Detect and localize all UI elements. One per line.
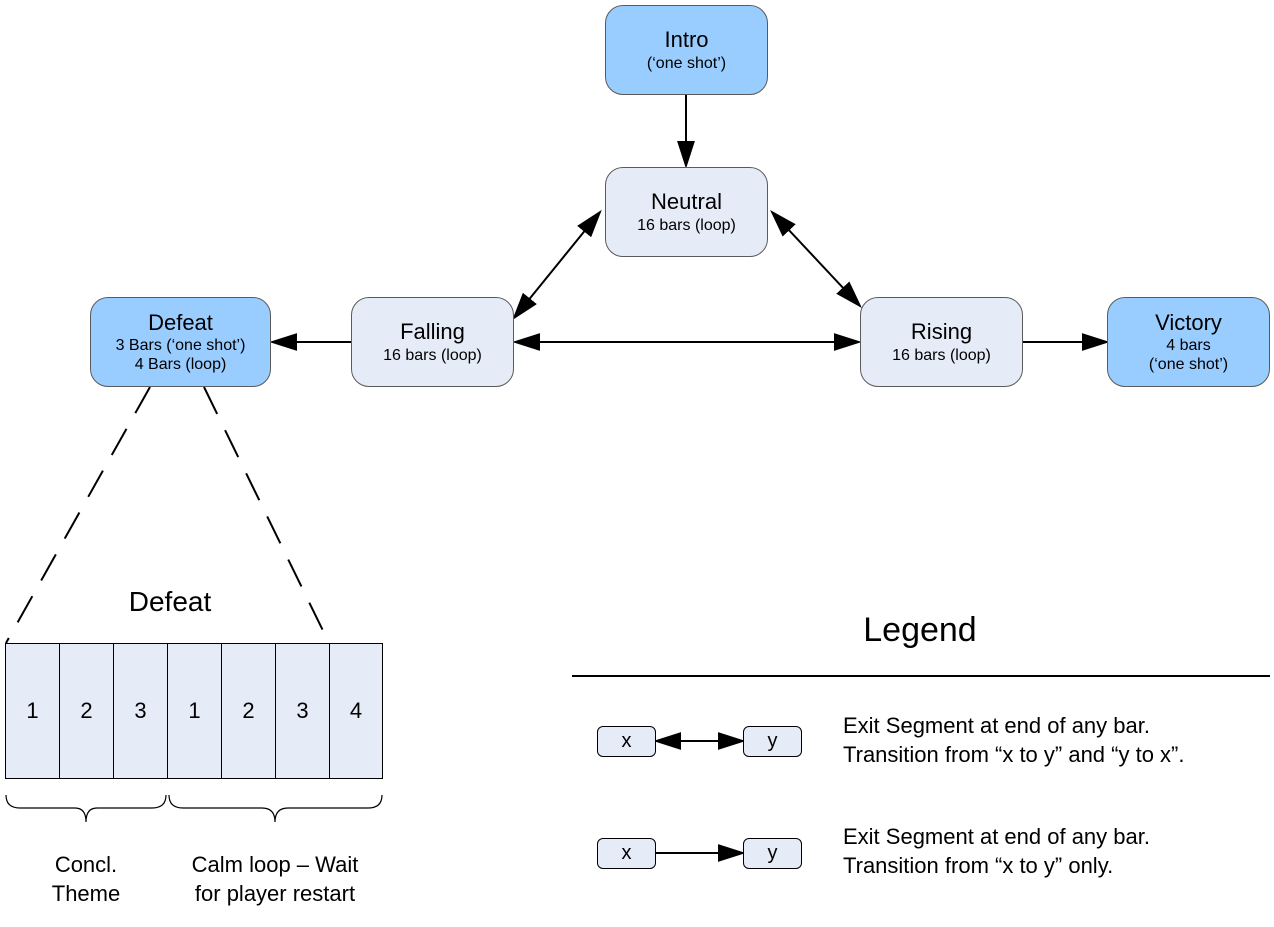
node-defeat-title: Defeat: [148, 309, 213, 335]
zoom-line-left: [5, 386, 151, 644]
group-calm-loop-line-1: Calm loop – Wait: [191, 852, 359, 877]
legend-box-x-2: x: [597, 838, 656, 869]
bar-cell: 1: [5, 643, 60, 779]
node-defeat: Defeat 3 Bars (‘one shot’) 4 Bars (loop): [90, 297, 271, 387]
node-defeat-line-2: 4 Bars (loop): [134, 356, 227, 374]
node-intro-line: (‘one shot’): [646, 54, 727, 72]
legend-box-x: x: [597, 726, 656, 757]
legend-title: Legend: [863, 611, 977, 649]
node-intro-title: Intro: [664, 27, 709, 53]
node-defeat-line-1: 3 Bars (‘one shot’): [115, 337, 246, 354]
node-neutral-title: Neutral: [651, 189, 722, 215]
node-rising-title: Rising: [910, 319, 973, 345]
node-victory: Victory 4 bars (‘one shot’): [1107, 297, 1270, 387]
arrow-neutral-rising: [770, 209, 862, 309]
node-rising: Rising 16 bars (loop): [860, 297, 1023, 387]
legend-row2-line-2: Transition from “x to y” only.: [843, 852, 1114, 878]
group-calm-loop: Calm loop – Wait for player restart: [160, 851, 390, 908]
bar-cell: 1: [167, 643, 222, 779]
node-neutral-line: 16 bars (loop): [637, 216, 736, 234]
node-victory-line-1: 4 bars: [1166, 337, 1211, 354]
legend-row2-line-1: Exit Segment at end of any bar.: [843, 824, 1150, 849]
legend-box-y: y: [743, 726, 802, 757]
legend-row2-text: Exit Segment at end of any bar. Transiti…: [843, 823, 1150, 880]
node-neutral: Neutral 16 bars (loop): [605, 167, 768, 257]
bar-cell: 2: [59, 643, 114, 779]
group-calm-loop-line-2: for player restart: [194, 880, 356, 906]
legend-row1-line-1: Exit Segment at end of any bar.: [843, 713, 1150, 738]
legend-box-y-2: y: [743, 838, 802, 869]
group-concl-theme-line-1: Concl.: [54, 852, 118, 877]
group-concl-theme: Concl. Theme: [16, 851, 156, 908]
arrow-neutral-falling: [512, 209, 602, 321]
node-falling-title: Falling: [400, 319, 465, 345]
bar-cell: 4: [329, 643, 383, 779]
node-intro: Intro (‘one shot’): [605, 5, 768, 95]
group-concl-theme-line-2: Theme: [51, 880, 121, 906]
node-rising-line: 16 bars (loop): [892, 346, 991, 364]
node-falling-line: 16 bars (loop): [383, 346, 482, 364]
node-victory-title: Victory: [1155, 309, 1222, 335]
brace-calm-loop: [168, 794, 383, 823]
bar-cell: 3: [113, 643, 168, 779]
node-victory-line-2: (‘one shot’): [1148, 356, 1229, 374]
breakdown-title: Defeat: [128, 586, 212, 617]
bar-cell: 3: [275, 643, 330, 779]
legend-row1-text: Exit Segment at end of any bar. Transiti…: [843, 712, 1185, 769]
brace-concl-theme: [5, 794, 167, 823]
legend-row1-line-2: Transition from “x to y” and “y to x”.: [843, 741, 1185, 767]
bar-cell: 2: [221, 643, 276, 779]
node-falling: Falling 16 bars (loop): [351, 297, 514, 387]
